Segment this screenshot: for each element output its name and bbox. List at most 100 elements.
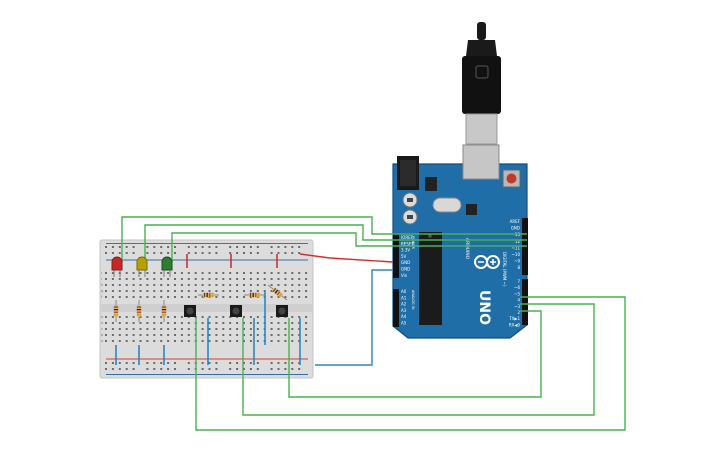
breadboard-hole[interactable] <box>222 296 225 298</box>
breadboard-hole[interactable] <box>236 278 239 280</box>
breadboard-hole[interactable] <box>284 278 287 280</box>
breadboard-hole[interactable] <box>146 362 149 364</box>
breadboard-hole[interactable] <box>270 246 273 248</box>
breadboard-hole[interactable] <box>229 296 232 298</box>
breadboard-hole[interactable] <box>215 284 218 286</box>
breadboard-hole[interactable] <box>187 368 190 370</box>
breadboard-hole[interactable] <box>291 362 294 364</box>
breadboard-hole[interactable] <box>187 272 190 274</box>
breadboard-hole[interactable] <box>256 368 259 370</box>
breadboard-hole[interactable] <box>118 340 121 342</box>
breadboard-hole[interactable] <box>105 246 107 248</box>
breadboard-hole[interactable] <box>160 368 163 370</box>
breadboard-hole[interactable] <box>270 362 273 364</box>
breadboard-hole[interactable] <box>174 290 176 292</box>
breadboard-hole[interactable] <box>201 272 204 274</box>
breadboard-hole[interactable] <box>139 334 142 336</box>
breadboard-hole[interactable] <box>243 278 245 280</box>
breadboard-hole[interactable] <box>298 316 301 318</box>
breadboard-hole[interactable] <box>298 290 301 292</box>
breadboard-hole[interactable] <box>111 284 114 286</box>
breadboard-hole[interactable] <box>305 328 308 330</box>
breadboard-hole[interactable] <box>132 246 135 248</box>
breadboard-hole[interactable] <box>270 328 273 330</box>
breadboard-hole[interactable] <box>180 284 183 286</box>
breadboard-hole[interactable] <box>105 278 107 280</box>
breadboard-hole[interactable] <box>180 272 183 274</box>
breadboard-hole[interactable] <box>229 340 232 342</box>
breadboard-hole[interactable] <box>277 328 280 330</box>
breadboard-hole[interactable] <box>180 278 183 280</box>
wire-green-button2[interactable] <box>242 303 595 416</box>
breadboard-hole[interactable] <box>187 362 190 364</box>
breadboard-hole[interactable] <box>180 340 183 342</box>
breadboard-hole[interactable] <box>298 246 301 248</box>
breadboard-hole[interactable] <box>243 368 245 370</box>
breadboard-hole[interactable] <box>243 362 245 364</box>
breadboard-hole[interactable] <box>153 296 156 298</box>
breadboard-hole[interactable] <box>215 368 218 370</box>
breadboard-hole[interactable] <box>208 328 211 330</box>
breadboard-hole[interactable] <box>215 290 218 292</box>
breadboard-hole[interactable] <box>249 334 252 336</box>
breadboard-hole[interactable] <box>167 362 170 364</box>
breadboard-hole[interactable] <box>249 368 252 370</box>
breadboard-hole[interactable] <box>146 316 149 318</box>
breadboard-hole[interactable] <box>222 316 225 318</box>
breadboard-hole[interactable] <box>167 322 170 324</box>
breadboard-hole[interactable] <box>277 340 280 342</box>
resistor-button1[interactable] <box>198 292 219 298</box>
breadboard-hole[interactable] <box>160 340 163 342</box>
breadboard-hole[interactable] <box>105 340 107 342</box>
breadboard-hole[interactable] <box>201 368 204 370</box>
breadboard-hole[interactable] <box>125 272 128 274</box>
breadboard-hole[interactable] <box>208 340 211 342</box>
breadboard-hole[interactable] <box>201 290 204 292</box>
breadboard-hole[interactable] <box>125 290 128 292</box>
breadboard-hole[interactable] <box>105 362 107 364</box>
breadboard-hole[interactable] <box>174 278 176 280</box>
breadboard-hole[interactable] <box>153 246 156 248</box>
breadboard-hole[interactable] <box>125 316 128 318</box>
breadboard-hole[interactable] <box>139 296 142 298</box>
breadboard-hole[interactable] <box>111 368 114 370</box>
breadboard-hole[interactable] <box>305 284 308 286</box>
breadboard-hole[interactable] <box>222 340 225 342</box>
breadboard-hole[interactable] <box>236 368 239 370</box>
breadboard-hole[interactable] <box>222 334 225 336</box>
breadboard-hole[interactable] <box>167 246 170 248</box>
breadboard-hole[interactable] <box>146 278 149 280</box>
breadboard-hole[interactable] <box>105 334 107 336</box>
breadboard-hole[interactable] <box>291 328 294 330</box>
breadboard-hole[interactable] <box>167 272 170 274</box>
breadboard-hole[interactable] <box>284 322 287 324</box>
breadboard-hole[interactable] <box>125 252 128 254</box>
breadboard-hole[interactable] <box>270 278 273 280</box>
push-button-1[interactable] <box>184 305 196 317</box>
breadboard-hole[interactable] <box>208 362 211 364</box>
breadboard-hole[interactable] <box>277 322 280 324</box>
push-buttons[interactable] <box>184 305 288 317</box>
breadboard-hole[interactable] <box>236 284 239 286</box>
breadboard-hole[interactable] <box>208 284 211 286</box>
breadboard-hole[interactable] <box>132 278 135 280</box>
breadboard-hole[interactable] <box>125 246 128 248</box>
breadboard-hole[interactable] <box>118 322 121 324</box>
breadboard-hole[interactable] <box>167 296 170 298</box>
breadboard-hole[interactable] <box>291 322 294 324</box>
breadboard-hole[interactable] <box>243 316 245 318</box>
breadboard-hole[interactable] <box>118 278 121 280</box>
breadboard-hole[interactable] <box>249 322 252 324</box>
breadboard-hole[interactable] <box>208 246 211 248</box>
breadboard-hole[interactable] <box>215 316 218 318</box>
breadboard-hole[interactable] <box>146 290 149 292</box>
breadboard-hole[interactable] <box>222 284 225 286</box>
breadboard-hole[interactable] <box>174 246 176 248</box>
breadboard-hole[interactable] <box>222 278 225 280</box>
breadboard-hole[interactable] <box>111 278 114 280</box>
breadboard-hole[interactable] <box>243 322 245 324</box>
breadboard-hole[interactable] <box>132 334 135 336</box>
breadboard-hole[interactable] <box>229 252 232 254</box>
breadboard-hole[interactable] <box>153 278 156 280</box>
